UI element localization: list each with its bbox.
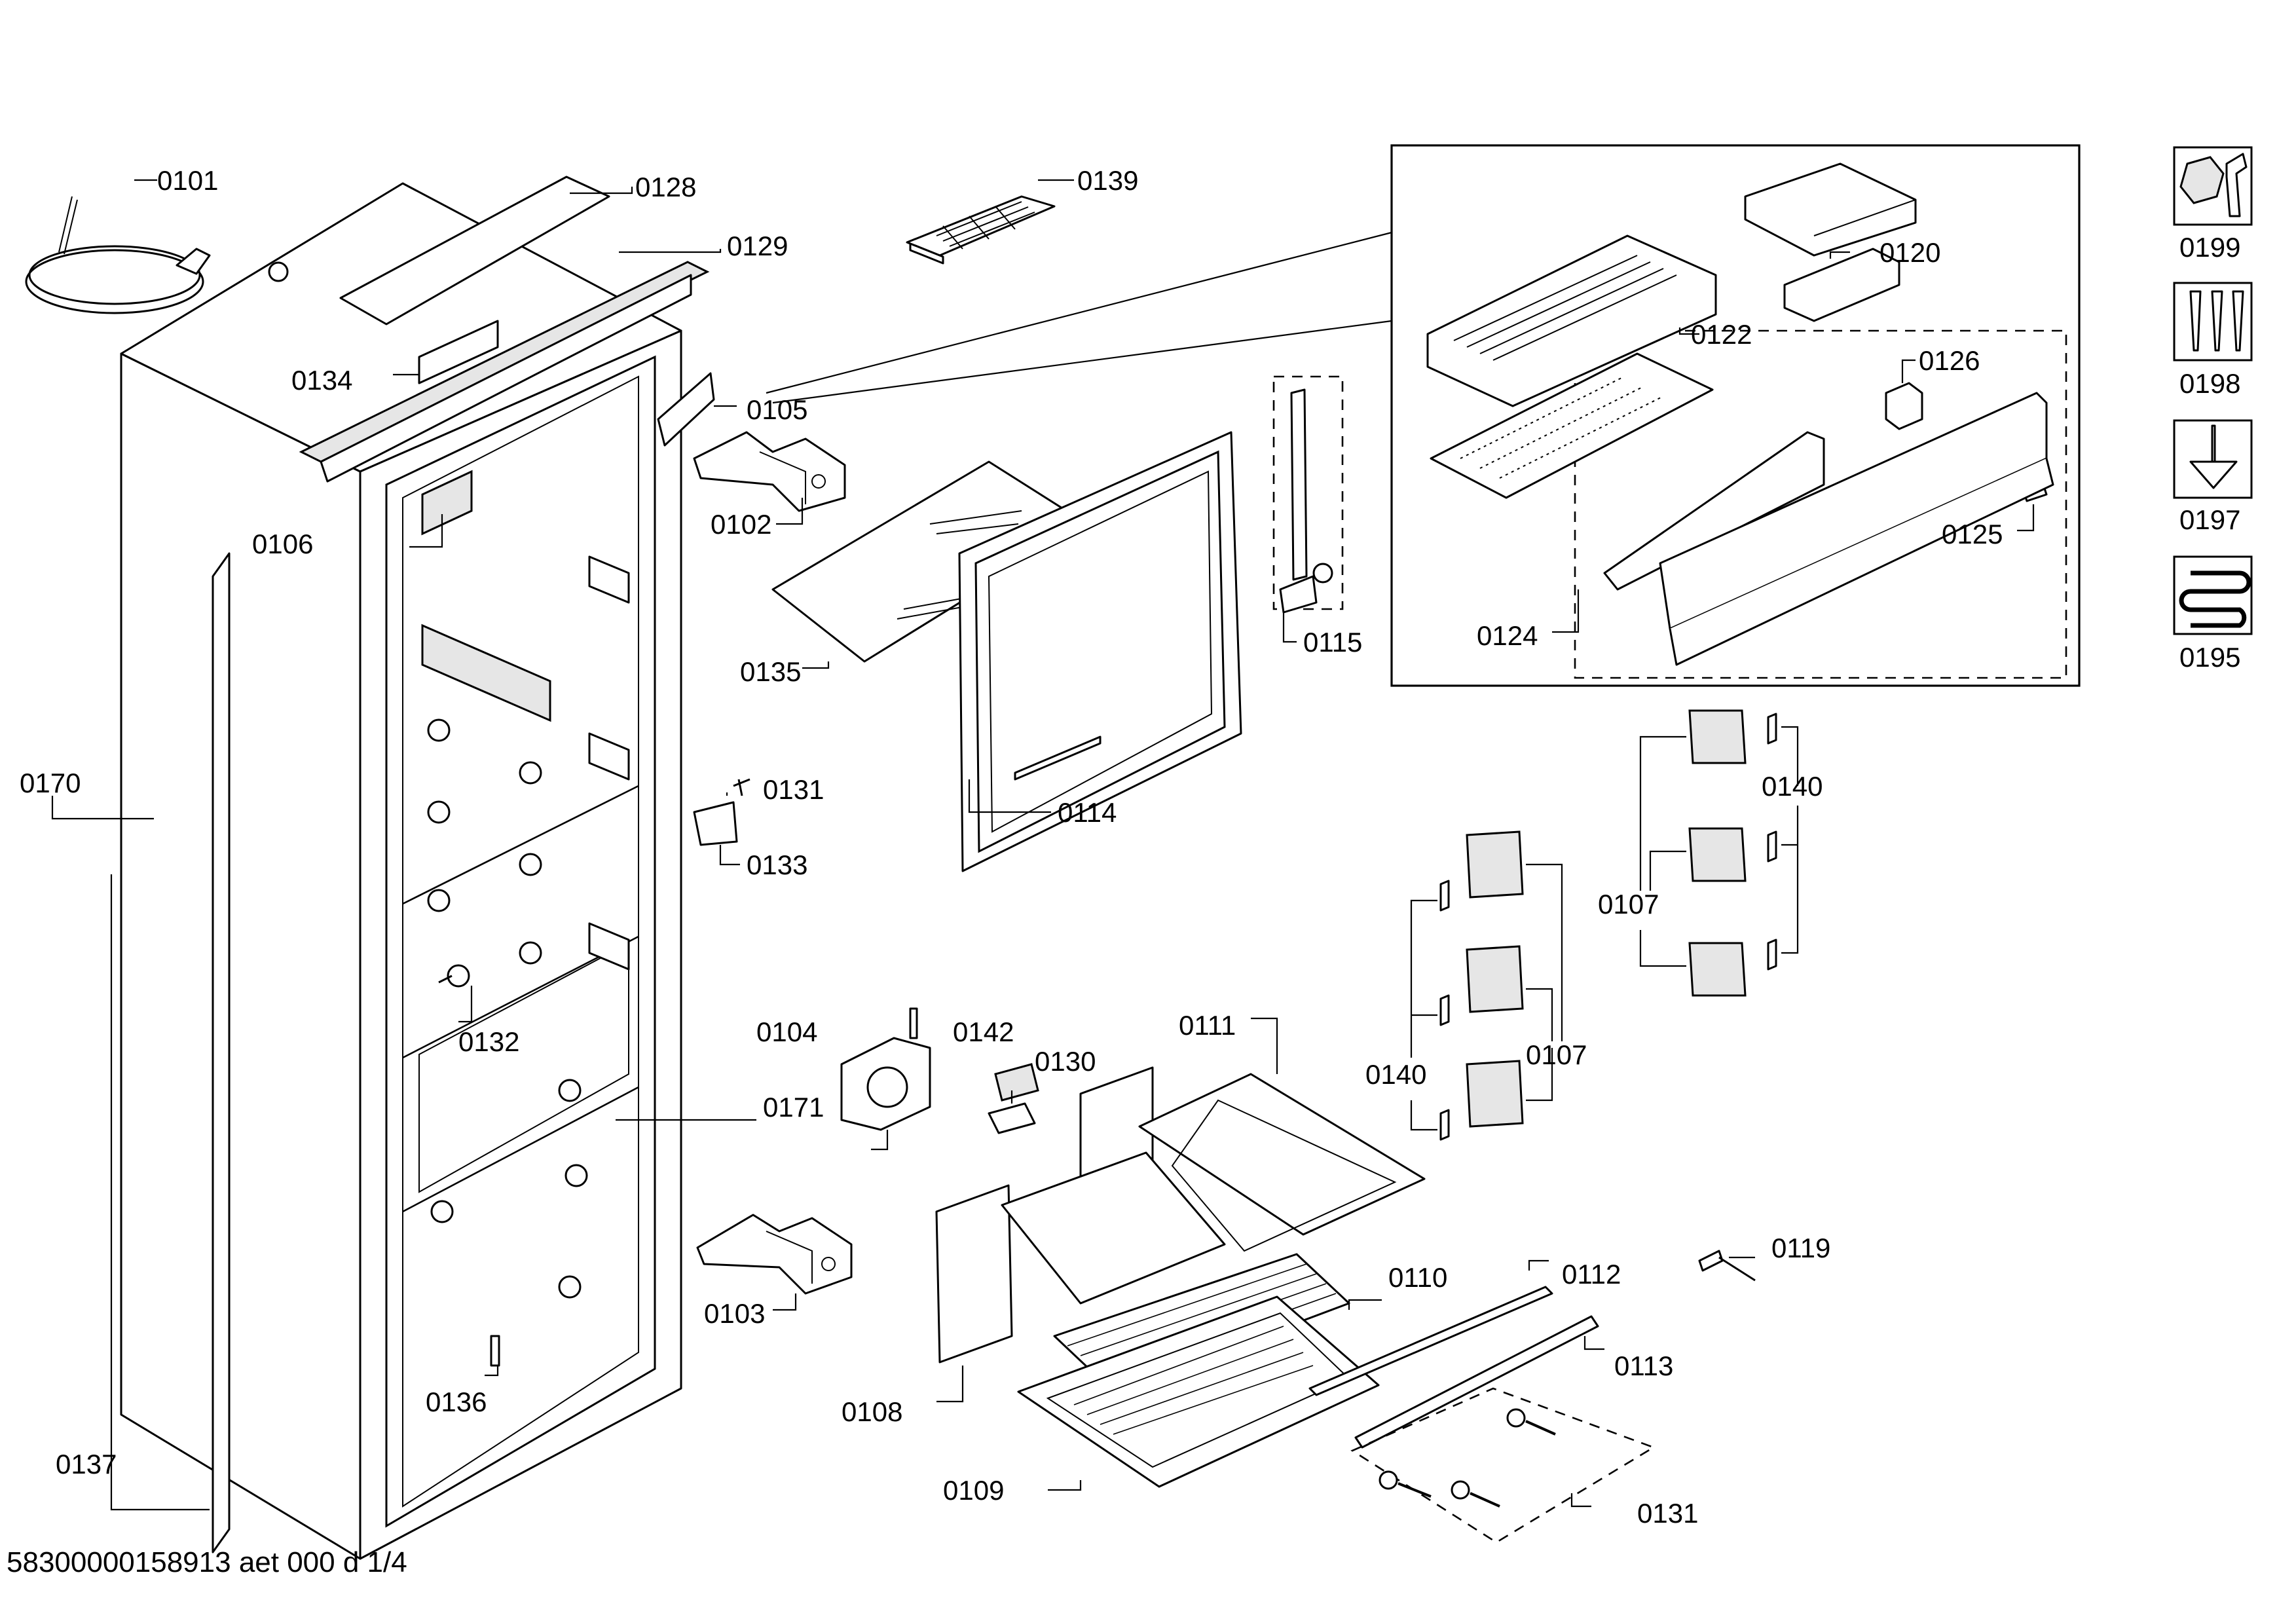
label-0113: 0113 — [1614, 1350, 1673, 1381]
label-0131-bottom: 0131 — [1637, 1498, 1698, 1529]
label-0110: 0110 — [1388, 1262, 1447, 1293]
filter-set-right — [1688, 709, 1777, 997]
label-0130: 0130 — [1035, 1046, 1096, 1077]
label-0107-left: 0107 — [1526, 1039, 1587, 1070]
label-0104: 0104 — [756, 1016, 817, 1047]
label-0109: 0109 — [943, 1475, 1004, 1506]
drawing-id: 58300000158913 aet 000 d 1/4 — [7, 1546, 407, 1578]
detail-link-lines — [766, 231, 1392, 404]
lower-hinge — [696, 1214, 853, 1295]
label-0170: 0170 — [20, 768, 81, 798]
label-0128: 0128 — [635, 172, 696, 202]
label-0135: 0135 — [740, 656, 801, 687]
label-0140-left: 0140 — [1365, 1059, 1426, 1090]
label-0142: 0142 — [953, 1016, 1014, 1047]
keypad-part — [906, 195, 1056, 265]
fan-unit — [840, 1007, 931, 1131]
fan-cover — [994, 1063, 1039, 1102]
legend: 0199 0198 0197 0195 — [2173, 146, 2253, 673]
leader-lines — [51, 179, 2035, 1511]
label-0114: 0114 — [1058, 797, 1117, 828]
label-0102: 0102 — [711, 509, 771, 540]
screw-set — [1350, 1387, 1656, 1544]
door-switch — [1885, 382, 1923, 430]
callout-labels: 0101 0128 0129 0134 0106 0170 0137 0139 … — [20, 165, 2003, 1529]
heating-coil-icon — [2173, 555, 2253, 635]
label-0119: 0119 — [1771, 1233, 1830, 1263]
legend-code-0199: 0199 — [2179, 232, 2240, 263]
label-0120: 0120 — [1879, 237, 1940, 268]
legend-code-0195: 0195 — [2179, 642, 2240, 673]
label-0107-right: 0107 — [1598, 889, 1659, 920]
label-0108: 0108 — [842, 1396, 902, 1427]
label-0139: 0139 — [1077, 165, 1138, 196]
screwdriver-icon — [2173, 419, 2253, 499]
fan-clip — [988, 1102, 1036, 1134]
label-0131-top: 0131 — [763, 774, 824, 805]
legend-code-0197: 0197 — [2179, 504, 2240, 535]
upper-hinge — [693, 431, 846, 512]
label-0105: 0105 — [747, 394, 807, 425]
evaporator-assembly — [935, 1066, 1599, 1488]
label-0140-right: 0140 — [1762, 771, 1823, 802]
legend-code-0198: 0198 — [2179, 368, 2240, 399]
label-0112: 0112 — [1562, 1259, 1621, 1290]
label-0171: 0171 — [763, 1092, 824, 1123]
control-panel-group — [1574, 329, 2067, 679]
label-0132: 0132 — [458, 1026, 519, 1057]
label-0115: 0115 — [1303, 627, 1362, 658]
label-0126: 0126 — [1919, 345, 1980, 376]
liner-holes — [427, 718, 588, 1299]
label-0111: 0111 — [1179, 1010, 1236, 1041]
label-0137: 0137 — [56, 1449, 117, 1479]
label-0124: 0124 — [1477, 620, 1538, 651]
wrench-nut-icon — [2173, 146, 2253, 226]
door-seal-strip — [212, 552, 231, 1553]
label-0125: 0125 — [1942, 519, 2003, 549]
label-0129: 0129 — [727, 231, 788, 261]
label-0106: 0106 — [252, 529, 313, 559]
cabinet-body — [120, 176, 710, 1560]
hinge-bracket — [657, 372, 715, 447]
label-0122: 0122 — [1691, 319, 1752, 350]
label-0101: 0101 — [157, 165, 218, 196]
power-cord — [25, 196, 211, 314]
sensor-probe — [1698, 1250, 1756, 1282]
cover-cap — [693, 801, 738, 846]
filter-set-left — [1439, 830, 1524, 1141]
control-panel — [1603, 392, 2054, 666]
label-0103: 0103 — [704, 1298, 765, 1329]
label-0136: 0136 — [426, 1386, 487, 1417]
electronics-detail-frame — [1390, 144, 2081, 687]
clip-part — [733, 778, 750, 796]
screws-icon — [2173, 282, 2253, 362]
label-0133: 0133 — [747, 849, 807, 880]
control-housing — [1426, 234, 1717, 499]
power-module — [1744, 162, 1917, 322]
label-0134: 0134 — [291, 365, 352, 396]
drain-plug — [490, 1335, 500, 1367]
door-rod — [1272, 375, 1344, 614]
temperature-sensor — [438, 964, 470, 988]
door-assembly — [771, 431, 1242, 872]
